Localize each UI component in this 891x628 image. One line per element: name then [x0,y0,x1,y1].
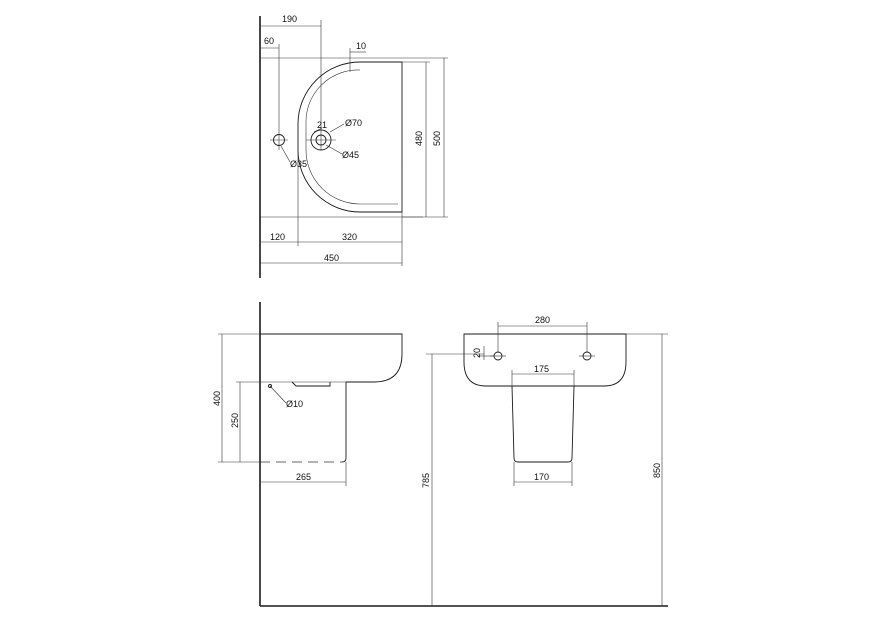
leader-21 [313,127,323,133]
dim-o35-label: Ø35 [290,159,307,169]
leader-o35 [280,145,291,163]
pedestal-front [511,385,575,463]
dim-o70-label: Ø70 [345,118,362,128]
basin-side-profile [260,333,403,383]
front-view: 280 20 175 170 785 850 [421,315,668,606]
dim-10-label: 10 [356,41,366,51]
waste-mark [268,384,272,388]
basin-front-outline [463,333,627,387]
top-view: 190 60 10 21 Ø70 Ø45 Ø35 480 500 120 320 [259,14,448,278]
dim-785-label: 785 [421,473,431,488]
dim-850-label: 850 [652,463,662,478]
dim-120-label: 120 [270,232,285,242]
dim-21-label: 21 [317,120,327,130]
leader-o45 [325,144,343,155]
dim-190-label: 190 [282,14,297,24]
bowl-inner-rim [305,69,398,205]
leader-o70 [329,123,345,133]
waste-leader [269,385,287,404]
dim-o10-label: Ø10 [286,399,303,409]
dim-20-label: 20 [472,348,482,358]
dim-320-label: 320 [342,232,357,242]
bowl-outline [297,61,403,213]
dim-280-label: 280 [535,315,550,325]
dim-175-label: 175 [534,364,549,374]
dim-480-label: 480 [414,131,424,146]
dim-o45-label: Ø45 [342,150,359,160]
dim-500-label: 500 [432,131,442,146]
pedestal-side [341,382,347,463]
side-view: Ø10 400 250 265 [212,302,668,607]
dim-450-label: 450 [324,253,339,263]
waste-pipe [291,381,331,387]
dim-60-label: 60 [264,36,274,46]
dim-265-label: 265 [296,472,311,482]
dim-400-label: 400 [212,391,222,406]
dim-250-label: 250 [230,413,240,428]
dim-170-label: 170 [534,472,549,482]
